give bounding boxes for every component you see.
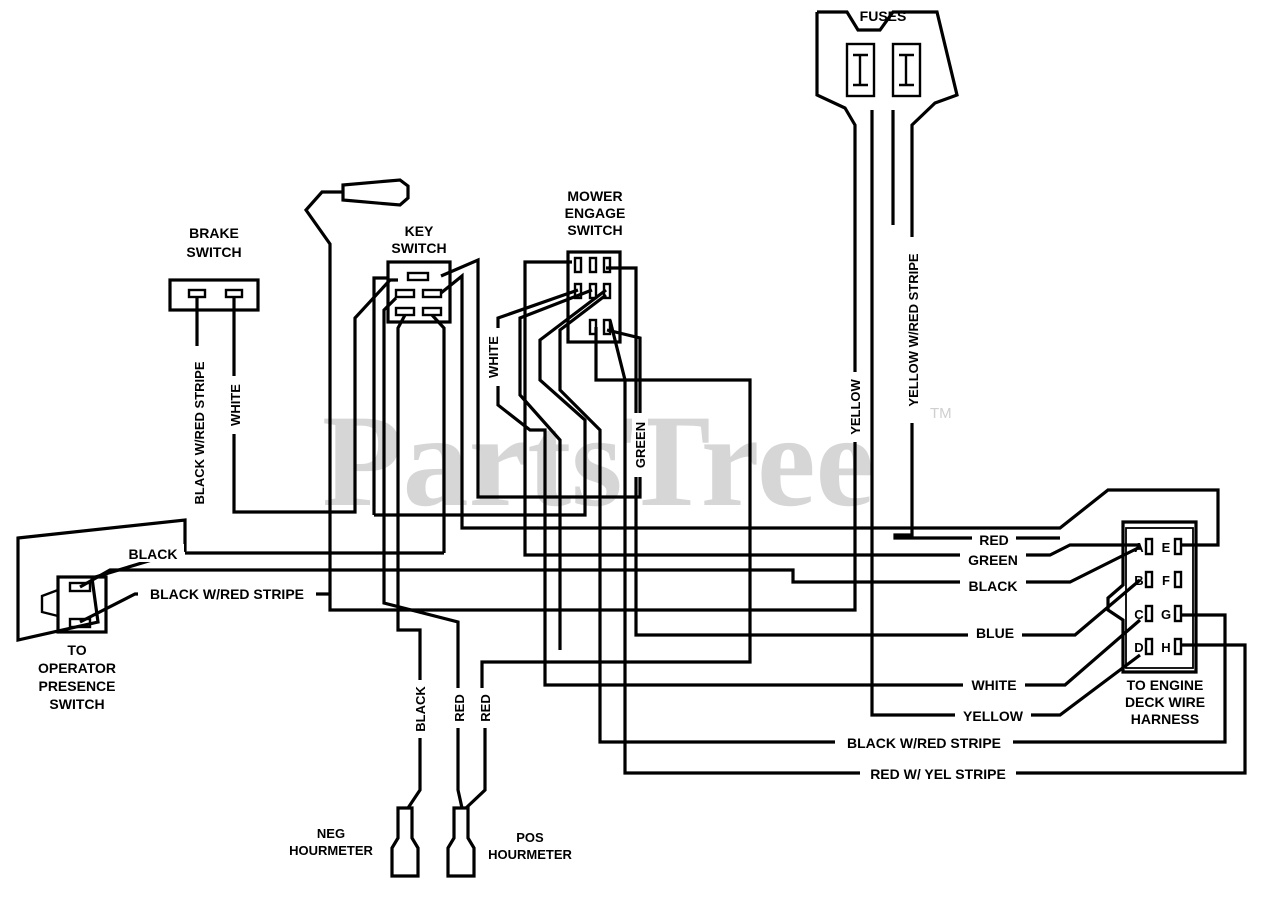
brake-switch-label: BRAKE SWITCH (186, 225, 241, 260)
svg-text:KEY: KEY (405, 223, 434, 239)
pin-d: D (1134, 640, 1143, 655)
pos-hourmeter-terminal (446, 806, 476, 878)
wire-label: RED (979, 532, 1009, 548)
watermark: PartsTree (322, 387, 874, 534)
fuse-icon (845, 42, 876, 98)
neg-hourmeter-label: NEG HOURMETER (289, 826, 373, 858)
svg-text:DECK WIRE: DECK WIRE (1125, 694, 1205, 710)
wire-label: YELLOW W/RED STRIPE (906, 253, 921, 406)
wire-label: GREEN (633, 422, 648, 468)
wire-label: BLACK W/RED STRIPE (150, 586, 304, 602)
svg-text:HOURMETER: HOURMETER (488, 847, 572, 862)
pos-hourmeter-label: POS HOURMETER (488, 830, 572, 862)
wire-label: WHITE (228, 384, 243, 426)
svg-text:BRAKE: BRAKE (189, 225, 239, 241)
svg-text:TO: TO (67, 642, 86, 658)
svg-text:SWITCH: SWITCH (186, 244, 241, 260)
svg-text:OPERATOR: OPERATOR (38, 660, 116, 676)
connector-pin-labels: A B C D E F G H (1134, 540, 1171, 655)
wire-label: GREEN (968, 552, 1018, 568)
wire-label: RED (452, 694, 467, 721)
wire-label: YELLOW (963, 708, 1024, 724)
operator-presence-switch (16, 518, 187, 642)
pin-h: H (1161, 640, 1170, 655)
svg-text:ENGAGE: ENGAGE (565, 205, 626, 221)
wire-label: BLACK (129, 546, 178, 562)
pin-c: C (1134, 607, 1144, 622)
svg-text:PRESENCE: PRESENCE (38, 678, 115, 694)
svg-text:SWITCH: SWITCH (49, 696, 104, 712)
vertical-wire-labels: BLACK W/RED STRIPE WHITE WHITE GREEN YEL… (190, 237, 921, 738)
neg-hourmeter-terminal (390, 806, 420, 878)
pin-g: G (1161, 607, 1171, 622)
key-switch (386, 260, 452, 324)
svg-text:MOWER: MOWER (567, 188, 622, 204)
wire-label: BLUE (976, 625, 1014, 641)
fuse-icon (891, 42, 922, 98)
pin-a: A (1134, 540, 1144, 555)
svg-text:SWITCH: SWITCH (567, 222, 622, 238)
brake-switch (168, 278, 260, 312)
pin-e: E (1162, 540, 1171, 555)
operator-presence-switch-label: TO OPERATOR PRESENCE SWITCH (38, 642, 116, 712)
svg-text:NEG: NEG (317, 826, 345, 841)
wire-label: BLACK (413, 686, 428, 732)
pin-b: B (1134, 573, 1143, 588)
horizontal-wire-labels: BLACK BLACK W/RED STRIPE RED GREEN BLACK… (122, 530, 1031, 782)
spade-terminal (303, 178, 857, 612)
wire-label: RED W/ YEL STRIPE (870, 766, 1006, 782)
fuse-holder (815, 10, 959, 225)
wire-label: WHITE (971, 677, 1016, 693)
wire-label: BLACK W/RED STRIPE (192, 361, 207, 504)
watermark-tm: TM (930, 405, 952, 422)
svg-text:POS: POS (516, 830, 544, 845)
svg-text:HARNESS: HARNESS (1131, 711, 1199, 727)
wire-label: BLACK (969, 578, 1018, 594)
wire-label: YELLOW (848, 378, 863, 434)
svg-text:FUSES: FUSES (860, 8, 907, 24)
fuses-label: FUSES (860, 8, 907, 24)
engine-deck-harness-label: TO ENGINE DECK WIRE HARNESS (1125, 677, 1205, 727)
key-switch-label: KEY SWITCH (391, 223, 446, 256)
svg-text:SWITCH: SWITCH (391, 240, 446, 256)
wire-label: RED (478, 694, 493, 721)
pin-f: F (1162, 573, 1170, 588)
svg-text:TO ENGINE: TO ENGINE (1127, 677, 1204, 693)
wire-label: WHITE (486, 336, 501, 378)
wire-label: BLACK W/RED STRIPE (847, 735, 1001, 751)
svg-text:HOURMETER: HOURMETER (289, 843, 373, 858)
mower-engage-switch-label: MOWER ENGAGE SWITCH (565, 188, 626, 238)
